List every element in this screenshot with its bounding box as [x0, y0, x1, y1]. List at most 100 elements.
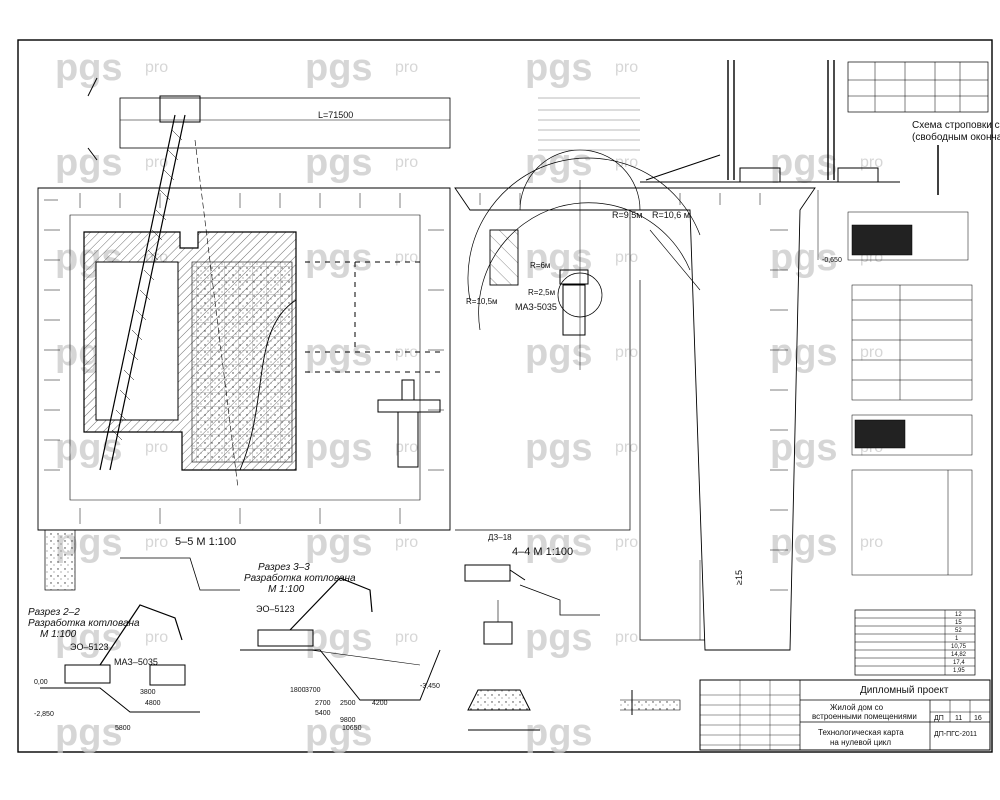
watermark-brand: pgs — [770, 522, 838, 564]
watermark-sub: pro — [615, 344, 638, 361]
section-title: Разрез 3–3 — [258, 562, 310, 573]
title-sheets-total: 16 — [974, 715, 982, 722]
section-scale: М 1:100 — [268, 584, 305, 595]
title-block: Дипломный проект Жилой дом со встроенным… — [699, 679, 991, 751]
watermark-brand: pgs — [525, 47, 593, 89]
summary-table: 12 15 52 1 10,75 14,82 17,4 1,95 — [854, 609, 976, 676]
watermark-sub: pro — [395, 439, 418, 456]
dimension-label: ≥15 — [734, 570, 744, 585]
section-5-5: 5–5 М 1:100 — [44, 529, 240, 591]
watermark-brand: pgs — [525, 712, 593, 754]
watermark-sub: pro — [615, 534, 638, 551]
watermark-brand: pgs — [305, 47, 373, 89]
watermark-brand: pgs — [305, 142, 373, 184]
dimension: 4800 — [145, 700, 161, 707]
section-title: Разрез 2–2 — [28, 607, 80, 618]
watermark-sub: pro — [395, 534, 418, 551]
section-subtitle: Разработка котлована — [244, 572, 356, 584]
dimension: 3700 — [305, 687, 321, 694]
title-company: Дипломный проект — [860, 685, 949, 696]
dimension: 9800 — [340, 717, 356, 724]
title-project: Жилой дом со — [830, 703, 884, 712]
dimension: 5400 — [315, 710, 331, 717]
watermark-brand: pgs — [55, 47, 123, 89]
dimension: 2500 — [340, 700, 356, 707]
summary-value: 12 — [955, 612, 962, 618]
watermark-sub: pro — [395, 154, 418, 171]
section-4-4: 4–4 М 1:100 ДЗ–18 — [464, 533, 600, 731]
sheet-frame — [17, 39, 993, 753]
watermark-sub: pro — [860, 344, 883, 361]
section-title: 4–4 М 1:100 — [512, 546, 573, 558]
watermark-brand: pgs — [305, 712, 373, 754]
watermark-brand: pgs — [525, 142, 593, 184]
watermark-brand: pgs — [770, 332, 838, 374]
watermark-brand: pgs — [770, 427, 838, 469]
radius-label: R=6м — [530, 261, 550, 270]
level-mark: -0,650 — [822, 257, 842, 264]
watermark-sub: pro — [860, 154, 883, 171]
watermark-sub: pro — [395, 249, 418, 266]
watermark-sub: pro — [615, 249, 638, 266]
watermark-brand: pgs — [305, 237, 373, 279]
section-scale: М 1:100 — [40, 629, 77, 640]
section-subtitle: Разработка котлована — [28, 617, 140, 629]
dimension: 5800 — [115, 725, 131, 732]
site-plan-left: L=71500 — [37, 77, 451, 531]
strapping-scheme: Схема строповки свай (свободным окончани… — [817, 120, 1000, 264]
summary-value: 10,75 — [951, 644, 967, 650]
level-mark: -3,450 — [420, 683, 440, 690]
title-sheet: на нулевой цикл — [830, 738, 891, 747]
watermark-brand: pgs — [525, 427, 593, 469]
watermark-brand: pgs — [525, 617, 593, 659]
watermark-sub: pro — [145, 534, 168, 551]
watermark-brand: pgs — [525, 522, 593, 564]
watermark-brand: pgs — [55, 712, 123, 754]
watermark-sub: pro — [615, 154, 638, 171]
plan-length-label: L=71500 — [318, 110, 353, 120]
watermark-sub: pro — [395, 629, 418, 646]
dimension: 4200 — [372, 700, 388, 707]
site-plan-center: R=9,5м R=10,6 м R=6м R=2,5м R=10,5м МАЗ-… — [454, 149, 816, 651]
dimension: 10650 — [342, 725, 362, 732]
watermark-sub: pro — [145, 154, 168, 171]
dimension: 3800 — [140, 689, 156, 696]
watermark-brand: pgs — [305, 427, 373, 469]
summary-value: 14,82 — [951, 652, 967, 658]
watermark-sub: pro — [615, 439, 638, 456]
watermark-sub: pro — [145, 629, 168, 646]
radius-label: R=10,6 м — [652, 210, 690, 220]
watermark-sub: pro — [860, 534, 883, 551]
title-stage: ДП — [934, 715, 944, 722]
watermark-sub: pro — [145, 59, 168, 76]
spec-table-top — [538, 97, 640, 151]
summary-value: 1,95 — [953, 668, 965, 674]
radius-label: R=10,5м — [466, 297, 498, 306]
strap-subtitle: (свободным окончанием) — [912, 131, 1000, 143]
level-mark: -2,850 — [34, 711, 54, 718]
truck-label: МАЗ–5035 — [114, 657, 158, 667]
right-spec-tables — [847, 211, 973, 576]
summary-value: 1 — [955, 636, 959, 642]
section-3-3: Разрез 3–3 Разработка котлована М 1:100 … — [240, 562, 441, 732]
excavator-label: ЭО–5123 — [256, 604, 295, 614]
watermark-sub: pro — [145, 439, 168, 456]
strap-title: Схема строповки свай — [912, 120, 1000, 131]
watermark-brand: pgs — [770, 142, 838, 184]
title-sheet-no: 11 — [955, 715, 962, 722]
title-project: встроенными помещениями — [812, 712, 917, 721]
title-sheet: Технологическая карта — [818, 728, 904, 737]
watermark-brand: pgs — [55, 427, 123, 469]
bulldozer-label: ДЗ–18 — [488, 533, 512, 542]
level-mark: 0,00 — [34, 679, 48, 686]
watermark-brand: pgs — [305, 617, 373, 659]
dimension: 2700 — [315, 700, 331, 707]
watermark-brand: pgs — [55, 617, 123, 659]
section-2-2: Разрез 2–2 Разработка котлована М 1:100 … — [28, 604, 200, 732]
crane-label: МАЗ-5035 — [515, 302, 557, 312]
excavator-label: ЭО–5123 — [70, 642, 109, 652]
radius-label: R=2,5м — [528, 288, 555, 297]
dimension: 1800 — [290, 687, 306, 694]
watermark-brand: pgs — [770, 237, 838, 279]
